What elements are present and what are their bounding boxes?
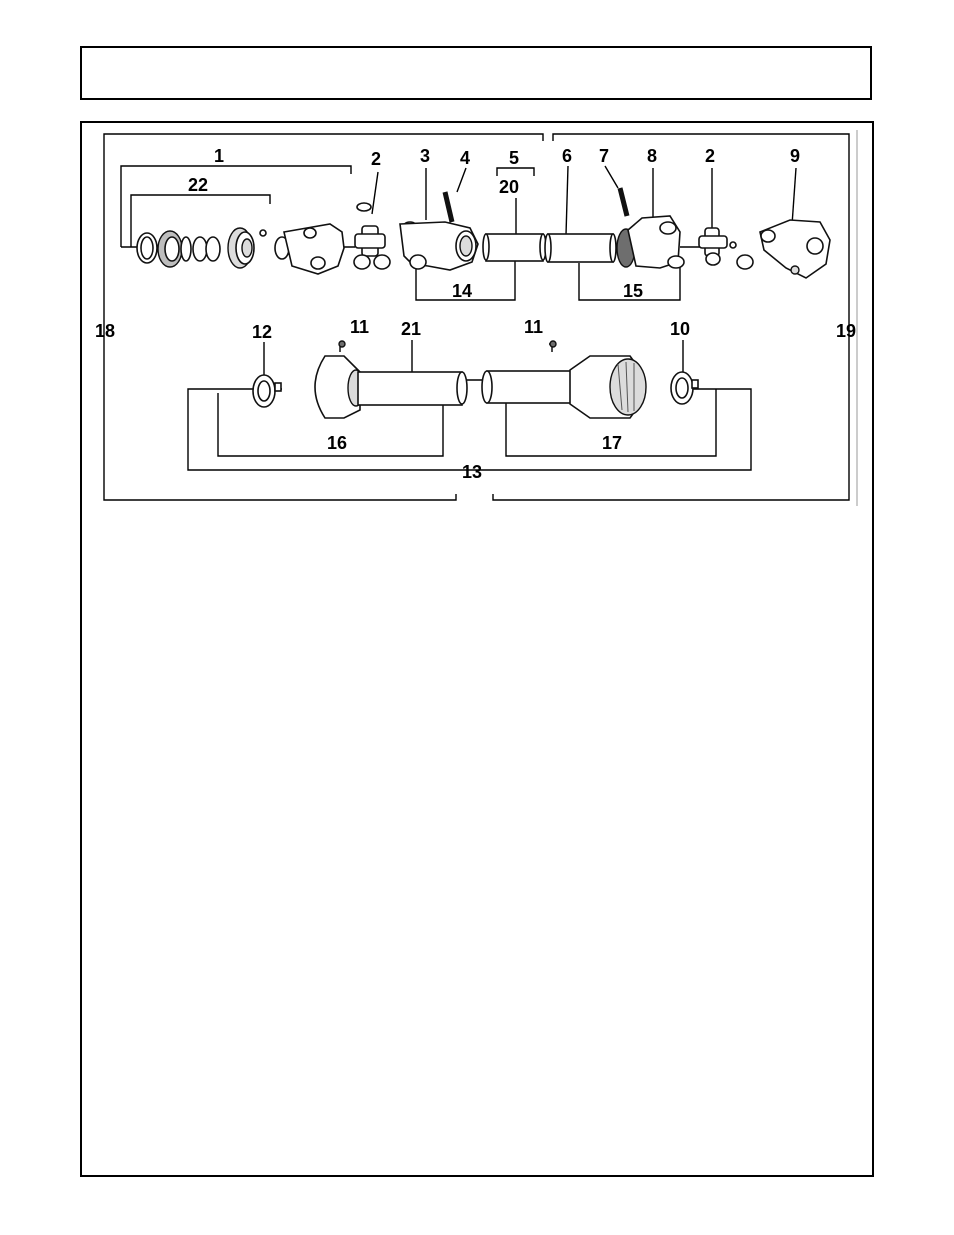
inner-guard-tube-icon — [482, 371, 573, 403]
callout-18: 18 — [95, 321, 115, 341]
yoke-icon — [275, 224, 344, 274]
callout-10: 10 — [670, 319, 690, 339]
outer-guard-cone-icon — [315, 341, 364, 418]
callout-9: 9 — [790, 146, 800, 166]
callout-21: 21 — [401, 319, 421, 339]
outer-guard-tube-icon — [358, 372, 467, 405]
callout-11: 11 — [524, 317, 543, 337]
callout-16: 16 — [327, 433, 347, 453]
callout-14: 14 — [452, 281, 472, 301]
callout-13: 13 — [462, 462, 482, 482]
callout-17: 17 — [602, 433, 622, 453]
callout-5: 5 — [509, 148, 519, 168]
callout-12: 12 — [252, 322, 272, 342]
callout-1: 1 — [214, 146, 224, 166]
spring-pin-icon — [445, 192, 452, 222]
callout-15: 15 — [623, 281, 643, 301]
callout-3: 3 — [420, 146, 430, 166]
cross-kit-icon — [699, 228, 736, 265]
snap-ring-icon — [181, 237, 220, 261]
bearing-ring-icon — [671, 372, 698, 404]
bearing-ring-icon — [158, 231, 182, 267]
callout-8: 8 — [647, 146, 657, 166]
callout-11: 11 — [350, 317, 369, 337]
callout-7: 7 — [599, 146, 609, 166]
guard-bearing-icon — [228, 228, 254, 268]
outer-yoke-icon — [617, 216, 684, 268]
callout-22: 22 — [188, 175, 208, 195]
outer-profile-tube-icon — [545, 234, 616, 262]
callout-4: 4 — [460, 148, 470, 168]
inner-profile-tube-icon — [483, 234, 546, 261]
callout-6: 6 — [562, 146, 572, 166]
grease-fitting-icon — [260, 230, 266, 236]
bracket-lines — [104, 130, 857, 506]
callout-19: 19 — [836, 321, 856, 341]
bearing-ring-icon — [253, 375, 281, 407]
spring-pin-icon — [620, 188, 627, 216]
seal-ring-icon — [137, 233, 157, 263]
inner-yoke-icon — [400, 222, 478, 270]
tractor-yoke-icon — [737, 220, 830, 278]
callout-labels: 1 22 2 3 4 5 20 6 7 8 2 9 14 15 18 19 12… — [95, 146, 856, 482]
callout-20: 20 — [499, 177, 519, 197]
callout-2: 2 — [371, 149, 381, 169]
callout-2: 2 — [705, 146, 715, 166]
